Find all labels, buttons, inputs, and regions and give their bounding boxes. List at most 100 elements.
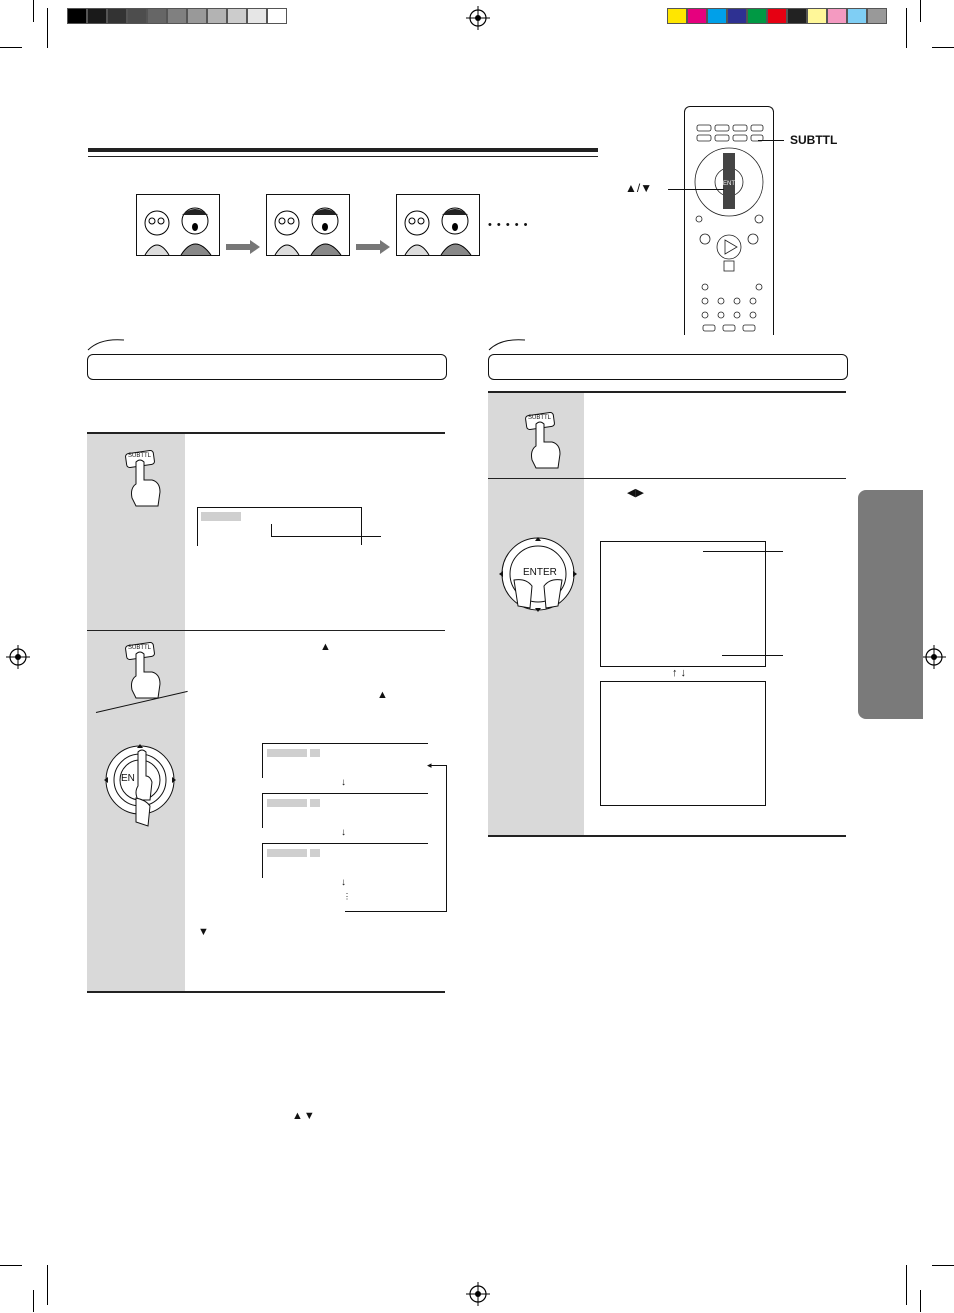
enter-press-illustration: EN [100, 742, 180, 828]
crop-mark [906, 8, 907, 48]
registration-mark-icon [922, 645, 946, 669]
cycle-down-arrow-icon: ↓ [341, 827, 346, 838]
setup-menu-screen-1 [600, 541, 766, 667]
language-screen-1 [262, 743, 428, 778]
color-swatch [827, 8, 847, 24]
crop-mark [0, 1265, 22, 1266]
section-tab-icon [488, 339, 526, 351]
cycle-down-arrow-icon: ↓ [341, 877, 346, 888]
color-swatch [107, 8, 127, 24]
left-section-heading-box [87, 354, 447, 380]
menu-callout-line [703, 551, 783, 552]
cycle-loop-line [345, 911, 447, 912]
right-step-bottom-rule [488, 835, 846, 837]
hand-enter-dial-icon [104, 744, 176, 827]
crop-mark [33, 1290, 34, 1312]
color-swatch [127, 8, 147, 24]
title-rule [88, 148, 598, 152]
subtitle-illustration-3 [396, 194, 480, 256]
arrow-right-icon [226, 240, 260, 259]
up-down-glyph: ▲▼ [292, 1110, 316, 1122]
crop-mark [47, 8, 48, 48]
crop-mark [932, 47, 954, 48]
subttl-button-label: SUBTTL [128, 453, 152, 459]
registration-mark-icon [466, 1282, 490, 1306]
color-swatch [247, 8, 267, 24]
characters-illustration-icon [274, 207, 342, 256]
remote-buttons-icon: ENT [694, 124, 764, 332]
color-swatch [747, 8, 767, 24]
crop-mark [33, 0, 34, 22]
subttl-press-illustration: SUBTTL [524, 410, 564, 470]
subttl-button-label: SUBTTL [528, 415, 552, 421]
characters-illustration-icon [144, 207, 212, 256]
title-rule-thin [88, 156, 598, 157]
language-bar [267, 749, 307, 757]
color-swatch [867, 8, 887, 24]
language-bar-small [310, 799, 320, 807]
subtitle-display-callout [271, 536, 381, 537]
color-swatch [167, 8, 187, 24]
subtitle-display-callout [271, 524, 272, 536]
language-bar-small [310, 749, 320, 757]
color-swatch [667, 8, 687, 24]
crop-mark [932, 1265, 954, 1266]
subttl-press-illustration: SUBTTL [124, 640, 164, 700]
language-bar [267, 799, 307, 807]
crop-mark [0, 47, 22, 48]
color-swatch [807, 8, 827, 24]
crop-mark [906, 1265, 907, 1305]
left-step-divider [87, 630, 445, 631]
cycle-down-arrow-icon: ↓ [341, 777, 346, 788]
enter-label: EN [121, 773, 135, 784]
color-swatch [87, 8, 107, 24]
subtitle-display-screen [197, 507, 362, 546]
hand-press-button-icon [125, 450, 161, 507]
color-swatch [847, 8, 867, 24]
section-tab-icon [87, 339, 125, 351]
crop-mark [920, 1290, 921, 1312]
cycle-loop-arrowhead-icon: ◂ [427, 760, 432, 770]
down-glyph: ▼ [198, 926, 209, 938]
language-bar [267, 849, 307, 857]
right-section-heading-box [488, 354, 848, 380]
hand-press-button-icon [125, 642, 161, 699]
color-swatch [787, 8, 807, 24]
hand-enter-dial-icon [499, 537, 577, 612]
subtitle-display-edge [361, 507, 362, 545]
svg-text:ENT: ENT [723, 181, 735, 187]
registration-mark-icon [466, 6, 490, 30]
crop-mark [920, 0, 921, 22]
enter-label: ENTER [523, 567, 557, 578]
color-swatch [227, 8, 247, 24]
enter-press-illustration: ENTER [496, 536, 580, 616]
left-right-glyph: ◀▶ [627, 487, 644, 499]
up-glyph: ▲ [377, 689, 388, 701]
color-swatch [727, 8, 747, 24]
color-swatch [687, 8, 707, 24]
setup-menu-screen-2 [600, 681, 766, 806]
left-step-bottom-rule [87, 991, 445, 993]
color-swatch [767, 8, 787, 24]
up-down-label: ▲/▼ [625, 181, 653, 195]
subtitle-illustration-1 [136, 194, 220, 256]
color-swatch [187, 8, 207, 24]
cycle-ellipsis: ⋮ [343, 892, 351, 901]
color-swatch [707, 8, 727, 24]
color-swatch [267, 8, 287, 24]
subtitle-display-bar [201, 512, 241, 521]
subttl-press-illustration: SUBTTL [124, 448, 164, 508]
hand-press-button-icon [525, 412, 561, 469]
subtitle-illustration-2 [266, 194, 350, 256]
right-step-divider [488, 478, 846, 479]
remote-control: ENT [684, 106, 774, 335]
chapter-side-tab [858, 490, 923, 719]
color-swatch [147, 8, 167, 24]
characters-illustration-icon [404, 207, 472, 256]
continuation-dots: • • • • • [488, 219, 529, 231]
crop-mark [47, 1265, 48, 1305]
language-screen-3 [262, 843, 428, 878]
registration-mark-icon [6, 645, 30, 669]
left-step-gray-column [87, 434, 185, 992]
subttl-callout-line [758, 140, 784, 141]
